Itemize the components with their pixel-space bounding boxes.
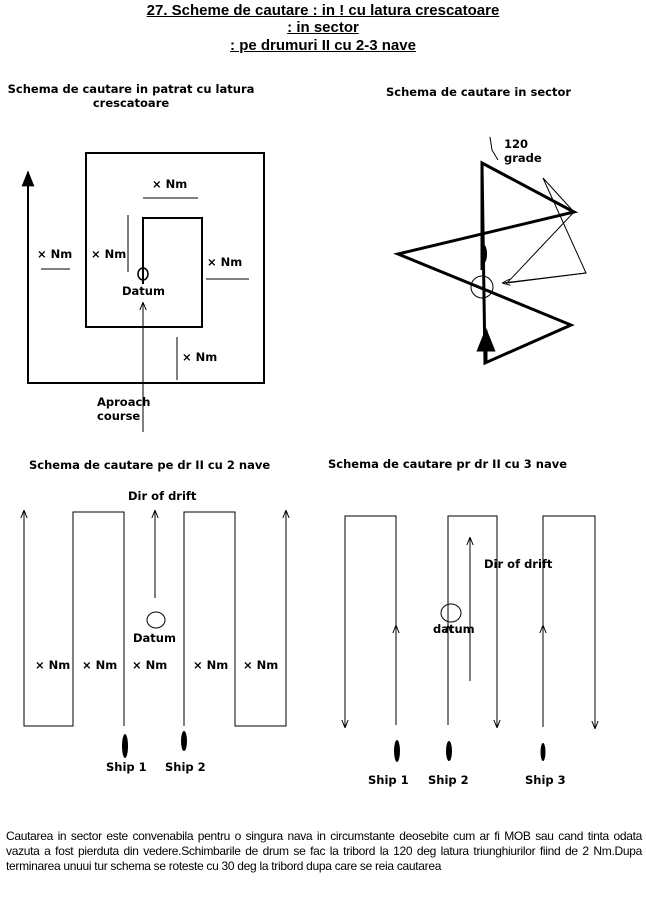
ship2-icon	[446, 741, 452, 761]
ship1-track	[344, 515, 397, 726]
datum-marker	[137, 267, 149, 281]
ship1-icon	[122, 734, 128, 758]
sector-datum-circle	[470, 275, 494, 299]
description-paragraph: Cautarea in sector este convenabila pent…	[6, 829, 642, 873]
ship-label: Ship 1	[368, 773, 409, 787]
datum-label: Datum	[133, 631, 176, 645]
square-search-track	[21, 152, 265, 384]
square-search-diagram	[21, 152, 265, 432]
ship-label: Ship 2	[428, 773, 469, 787]
datum-label: Datum	[122, 284, 165, 298]
ship1-track	[23, 511, 125, 727]
leg-label: × Nm	[207, 255, 243, 269]
drift-label: Dir of drift	[128, 489, 197, 503]
angle-label: 120 grade	[504, 137, 542, 165]
sector-triangle-rotated	[505, 177, 587, 284]
leg-label: × Nm	[193, 658, 229, 672]
datum-circle	[440, 603, 462, 623]
two-ship-heading: Schema de cautare pe dr II cu 2 nave	[29, 458, 271, 472]
title-line-3: : pe drumuri II cu 2-3 nave	[230, 37, 416, 54]
ship-icon	[481, 245, 487, 263]
sector-search-diagram	[393, 136, 587, 366]
datum-label: datum	[433, 622, 475, 636]
ship2-track	[447, 515, 498, 727]
leg-label: × Nm	[152, 177, 188, 191]
approach-label: Aproach course	[97, 395, 151, 423]
leg-label: × Nm	[132, 658, 168, 672]
leg-label: × Nm	[243, 658, 279, 672]
leg-label: × Nm	[35, 658, 71, 672]
leg-label: × Nm	[182, 350, 218, 364]
leg-label: × Nm	[82, 658, 118, 672]
three-ship-diagram	[344, 515, 596, 762]
square-heading: Schema de cautare in patrat cu latura cr…	[7, 82, 255, 110]
title-line-1: 27. Scheme de cautare : in ! cu latura c…	[146, 2, 500, 19]
ship-label: Ship 2	[165, 760, 206, 774]
title-line-2: : in sector	[287, 19, 359, 36]
ship-label: Ship 1	[106, 760, 147, 774]
sector-heading: Schema de cautare in sector	[386, 85, 572, 99]
leg-label: × Nm	[91, 247, 127, 261]
ship-label: Ship 3	[525, 773, 566, 787]
leg-label: × Nm	[37, 247, 73, 261]
drift-label: Dir of drift	[484, 557, 553, 571]
ship1-icon	[394, 740, 400, 762]
ship3-track	[542, 515, 596, 728]
two-ship-diagram	[24, 511, 286, 758]
ship2-track	[183, 511, 287, 727]
ship3-icon	[540, 743, 546, 761]
three-ship-heading: Schema de cautare pr dr II cu 3 nave	[328, 457, 567, 471]
datum-circle	[146, 611, 166, 629]
ship2-icon	[181, 731, 187, 751]
